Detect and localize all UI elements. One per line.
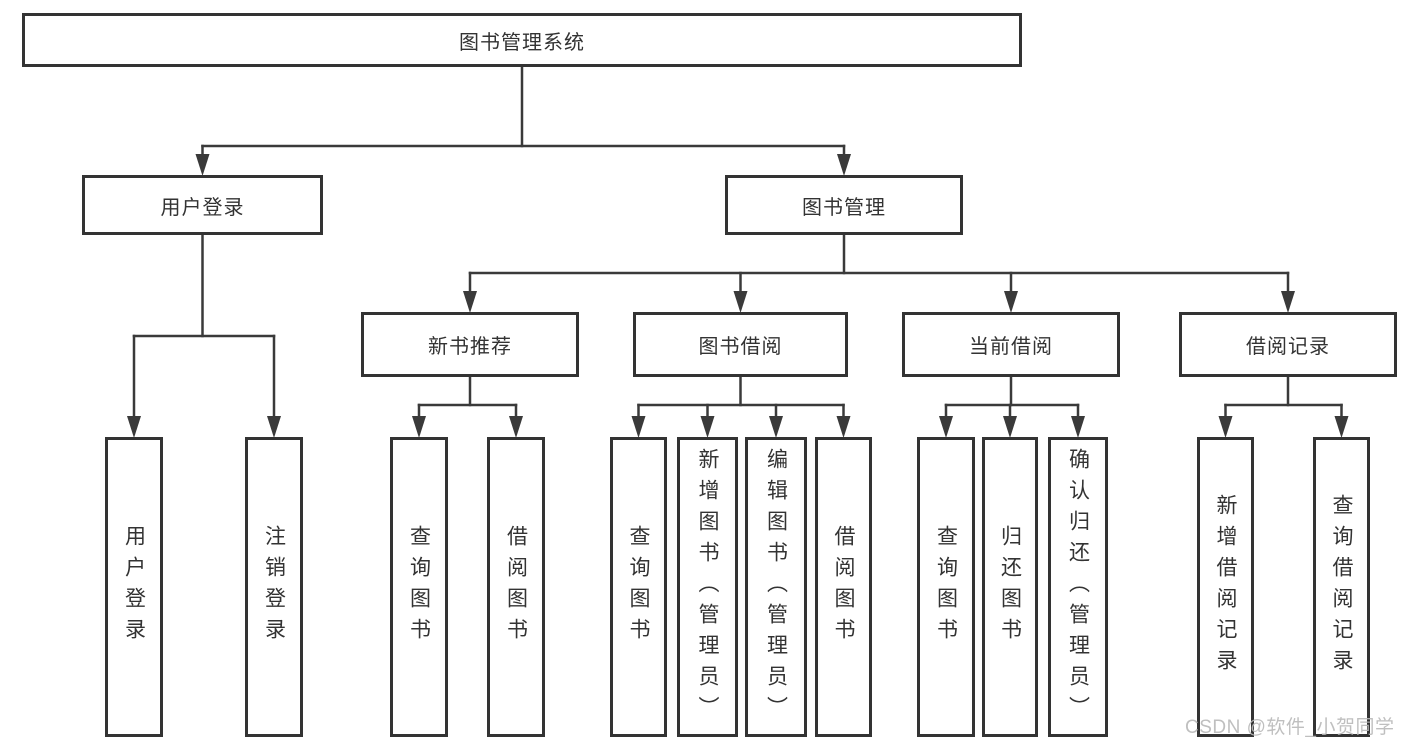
arrowhead-icon [631,416,646,438]
node-label-bb-edit-books: 编辑图书（管理员） [764,447,788,727]
node-label-cb-confirm-return: 确认归还（管理员） [1066,447,1090,727]
arrowhead-icon [1281,291,1295,313]
node-br-add-record: 新增借阅记录 [1197,437,1254,737]
arrowhead-icon [939,416,953,438]
arrowhead-icon [1218,416,1233,438]
arrowhead-icon [1003,416,1017,438]
node-user-login: 用户登录 [82,175,323,235]
node-cb-return-books: 归还图书 [982,437,1038,737]
arrowhead-icon [463,291,477,313]
node-root: 图书管理系统 [22,13,1022,67]
node-cb-confirm-return: 确认归还（管理员） [1048,437,1108,737]
arrowhead-icon [837,154,851,176]
arrowhead-icon [195,154,210,176]
node-bb-edit-books: 编辑图书（管理员） [745,437,807,737]
node-bb-add-books: 新增图书（管理员） [677,437,738,737]
node-label-br-query-record: 查询借阅记录 [1330,494,1353,680]
arrowhead-icon [1334,416,1349,438]
arrowhead-icon [700,416,715,438]
arrowhead-icon [1004,291,1018,313]
arrowhead-icon [836,416,851,438]
node-label-current-borrow: 当前借阅 [969,336,1053,358]
node-label-root: 图书管理系统 [459,31,585,54]
node-nbr-query-books: 查询图书 [390,437,448,737]
arrowhead-icon [127,416,141,438]
node-label-nbr-query-books: 查询图书 [407,525,431,649]
node-label-bb-add-books: 新增图书（管理员） [696,447,719,727]
node-label-cb-return-books: 归还图书 [998,525,1022,649]
arrowhead-icon [769,416,783,438]
node-new-book-rec: 新书推荐 [361,312,579,377]
node-label-new-book-rec: 新书推荐 [428,336,512,358]
node-label-book-mgmt: 图书管理 [802,196,886,219]
node-book-mgmt: 图书管理 [725,175,963,235]
node-label-br-add-record: 新增借阅记录 [1214,494,1237,680]
node-book-borrow: 图书借阅 [633,312,848,377]
node-label-nbr-borrow-books: 借阅图书 [504,525,528,649]
node-logout: 注销登录 [245,437,303,737]
node-label-logout: 注销登录 [262,525,286,649]
arrowhead-icon [412,416,426,438]
node-current-borrow: 当前借阅 [902,312,1120,377]
node-cb-query-books: 查询图书 [917,437,975,737]
csdn-watermark: CSDN @软件_小贺同学 [1185,717,1395,738]
node-nbr-borrow-books: 借阅图书 [487,437,545,737]
arrowhead-icon [1071,416,1085,438]
node-label-book-borrow: 图书借阅 [698,336,783,358]
node-label-login: 用户登录 [122,525,146,649]
node-label-bb-borrow-books: 借阅图书 [832,525,855,649]
arrowhead-icon [509,416,523,438]
node-label-bb-query-books: 查询图书 [627,525,650,649]
node-bb-query-books: 查询图书 [610,437,667,737]
node-bb-borrow-books: 借阅图书 [815,437,872,737]
node-borrow-records: 借阅记录 [1179,312,1397,377]
arrowhead-icon [267,416,281,438]
node-login: 用户登录 [105,437,163,737]
arrowhead-icon [733,291,748,313]
node-label-cb-query-books: 查询图书 [934,525,958,649]
node-br-query-record: 查询借阅记录 [1313,437,1370,737]
node-label-user-login: 用户登录 [160,196,245,219]
node-label-borrow-records: 借阅记录 [1246,336,1330,358]
